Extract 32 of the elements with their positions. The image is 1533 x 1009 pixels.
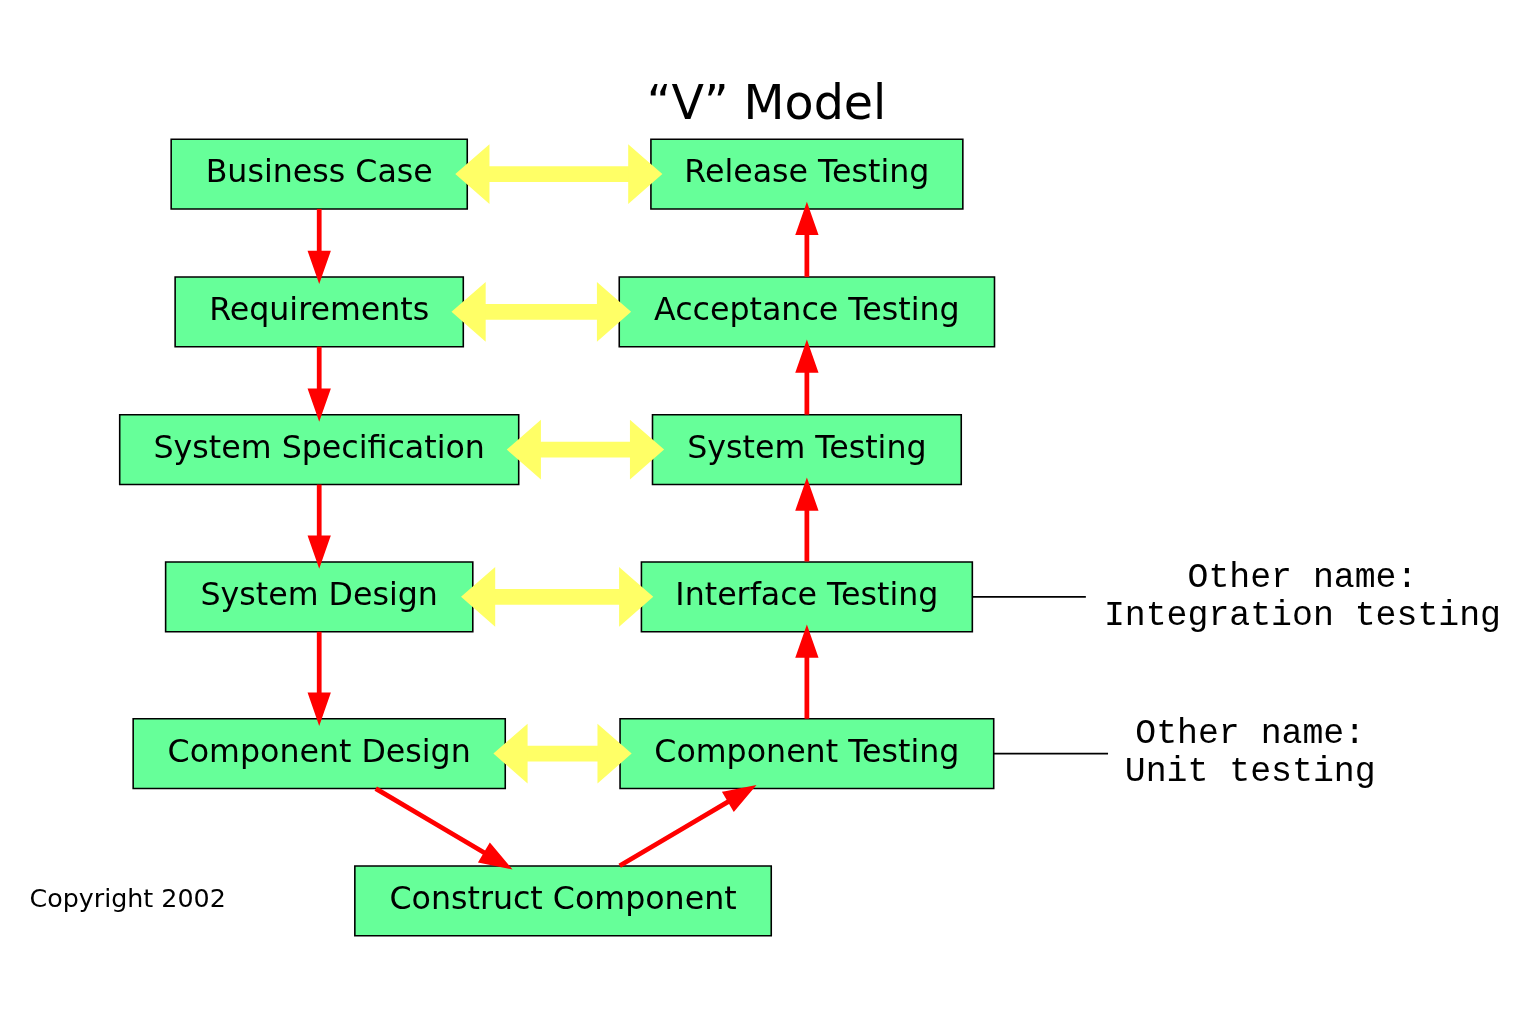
arrow bbox=[307, 484, 331, 569]
arrow bbox=[618, 784, 757, 868]
node-box: Release Testing bbox=[650, 137, 964, 210]
arrow bbox=[795, 339, 819, 415]
diagram-title: “V” Model bbox=[646, 74, 887, 130]
node-box: Component Design bbox=[132, 717, 507, 789]
node-text: Other name: Unit testing bbox=[1124, 713, 1376, 791]
arrow bbox=[795, 476, 819, 561]
arrow bbox=[506, 419, 665, 479]
node-box: System Testing bbox=[651, 413, 963, 485]
connector bbox=[971, 595, 1087, 598]
node-box: System Specification bbox=[118, 413, 520, 485]
label: Copyright 2002 bbox=[29, 882, 226, 913]
arrow bbox=[461, 566, 654, 627]
arrow bbox=[795, 201, 819, 277]
arrow bbox=[795, 624, 819, 719]
arrow bbox=[307, 346, 331, 422]
arrow bbox=[374, 786, 513, 869]
node-box: Component Testing bbox=[619, 717, 995, 789]
arrow bbox=[493, 723, 632, 783]
arrow bbox=[455, 143, 663, 204]
arrow bbox=[307, 631, 331, 726]
node-box: Business Case bbox=[170, 137, 469, 210]
node-box: Interface Testing bbox=[640, 560, 974, 632]
node-box: Construct Component bbox=[354, 864, 773, 936]
arrow bbox=[451, 281, 632, 342]
node-box: Requirements bbox=[174, 275, 465, 347]
node-text: Other name: Integration testing bbox=[1103, 557, 1502, 635]
connector bbox=[993, 752, 1109, 754]
arrow bbox=[307, 208, 331, 284]
node-box: Acceptance Testing bbox=[618, 275, 996, 347]
node-box: System Design bbox=[164, 560, 474, 632]
